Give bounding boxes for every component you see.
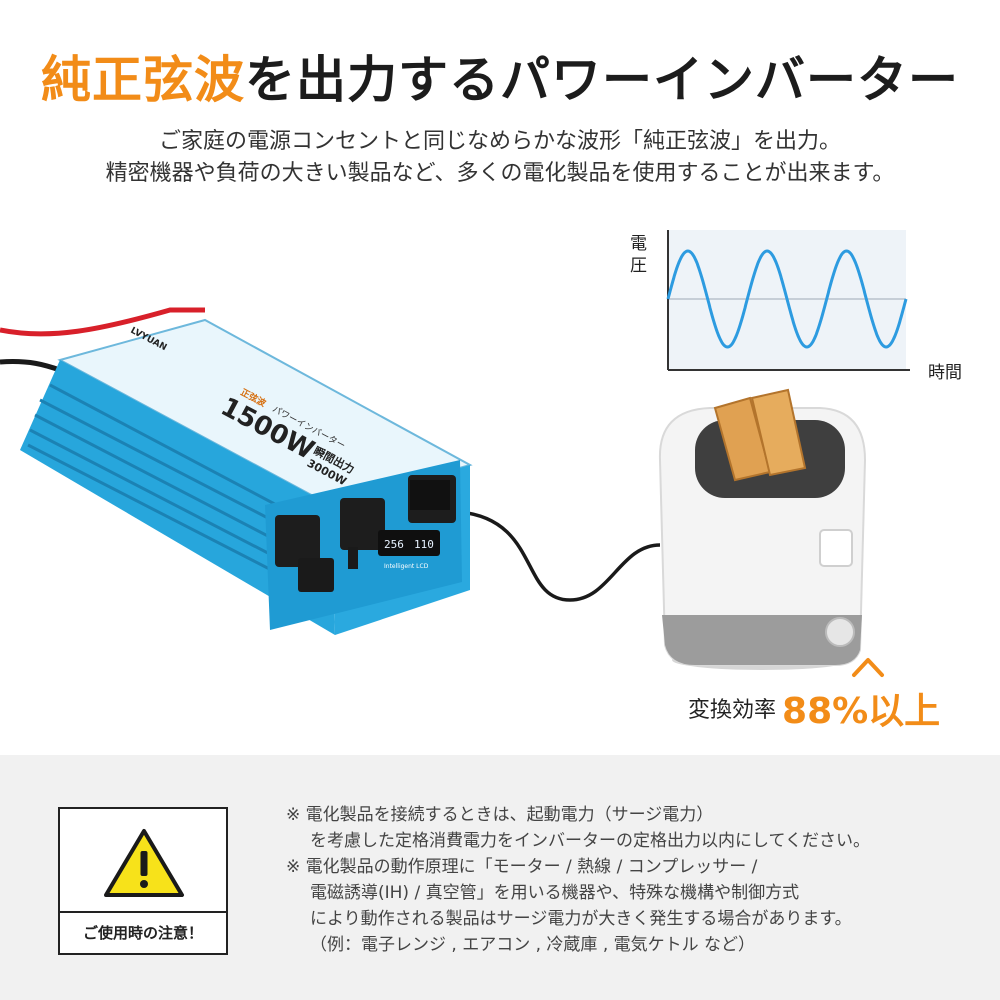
toaster-base [662, 615, 862, 665]
notice-line-5: により動作される製品はサージ電力が大きく発生する場合があります。 [310, 909, 852, 929]
sine-wave-chart: 電 圧 時間 [630, 230, 962, 383]
y-axis-label-1: 電 [630, 234, 647, 254]
plugged-cord-head [410, 480, 450, 510]
inverter-image: 256 110 Intelligent LCD 正弦波 パワーインバーター 15… [20, 318, 473, 635]
subtitle: ご家庭の電源コンセントと同じなめらかな波形「純正弦波」を出力。 精密機器や負荷の… [0, 126, 1000, 190]
power-cord [459, 510, 661, 602]
efficiency-value: 88%以上 [782, 691, 941, 732]
x-axis-label: 時間 [928, 363, 962, 383]
caret-up-icon [852, 658, 884, 677]
notice-text: ※ 電化製品を接続するときは、起動電力（サージ電力） を考慮した定格消費電力をイ… [286, 802, 986, 958]
subtitle-line-2: 精密機器や負荷の大きい製品など、多くの電化製品を使用することが出来ます。 [105, 161, 895, 186]
fuse-slot [348, 547, 358, 569]
notice-line-3: ※ 電化製品の動作原理に「モーター / 熱線 / コンプレッサー / [286, 857, 758, 877]
subtitle-line-1: ご家庭の電源コンセントと同じなめらかな波形「純正弦波」を出力。 [158, 129, 841, 154]
notice-section: ご使用時の注意！ ※ 電化製品を接続するときは、起動電力（サージ電力） を考慮し… [0, 755, 1000, 1000]
title-highlight: 純正弦波 [41, 51, 245, 109]
power-switch [298, 558, 334, 592]
warning-caption: ご使用時の注意！ [60, 911, 226, 953]
toast-slice-2 [750, 388, 807, 477]
warning-icon [104, 829, 184, 897]
lcd-value-1: 256 [384, 538, 404, 551]
notice-line-4: 電磁誘導(IH) / 真空管」を用いる機器や、特殊な機構や制御方式 [310, 883, 800, 903]
toaster-dial [825, 617, 855, 647]
title-rest: を出力するパワーインバーター [245, 51, 959, 109]
notice-line-1: ※ 電化製品を接続するときは、起動電力（サージ電力） [286, 805, 714, 825]
efficiency-label: 変換効率 [688, 698, 777, 723]
lcd-value-2: 110 [414, 538, 434, 551]
ac-outlet-2 [340, 498, 385, 550]
ac-outlet-1 [275, 515, 320, 567]
notice-line-2: を考慮した定格消費電力をインバーターの定格出力以内にしてください。 [310, 831, 870, 851]
y-axis-label-2: 圧 [630, 256, 647, 276]
sine-wave-line [666, 249, 908, 349]
toaster-lever [819, 529, 853, 567]
page-title: 純正弦波を出力するパワーインバーター [0, 40, 1000, 112]
notice-line-6: （例：電子レンジ , エアコン , 冷蔵庫 , 電気ケトル など） [310, 935, 756, 955]
lcd-caption: Intelligent LCD [384, 563, 429, 570]
lcd-display [378, 530, 440, 556]
toaster-image [658, 388, 867, 670]
warning-box: ご使用時の注意！ [58, 807, 228, 955]
